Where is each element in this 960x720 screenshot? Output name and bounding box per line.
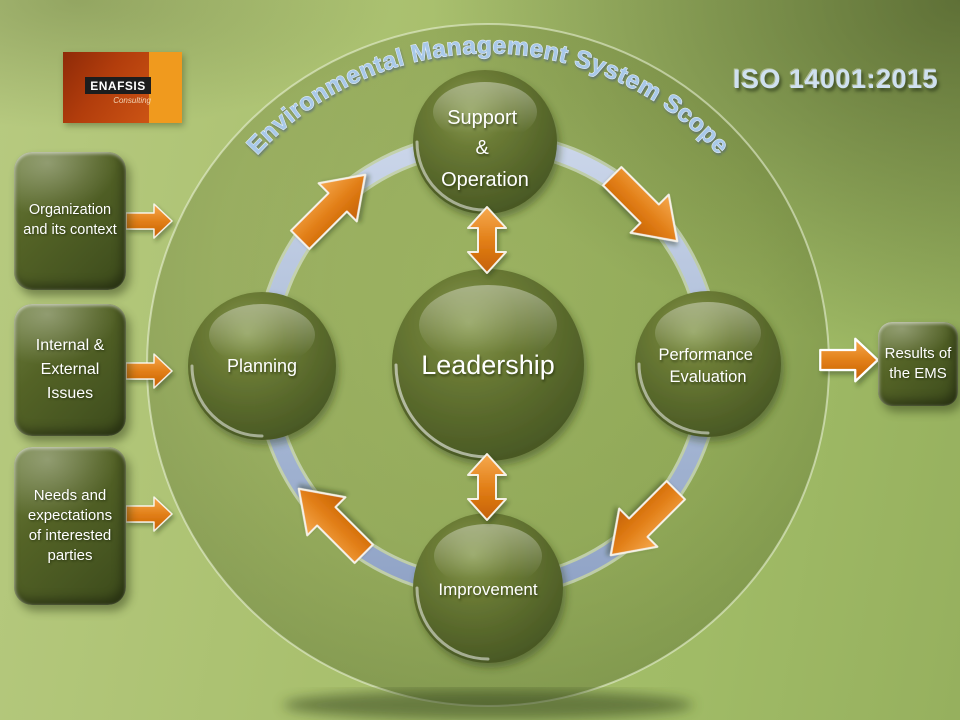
support-operation-circle: Support & Operation bbox=[413, 70, 557, 214]
logo-orange-block bbox=[149, 52, 182, 123]
logo-name: ENAFSIS bbox=[85, 77, 151, 94]
input-box-internal-external-issues: Internal & External Issues bbox=[14, 304, 126, 436]
enafsis-logo: ENAFSIS Consulting bbox=[63, 52, 182, 123]
logo-tagline: Consulting bbox=[113, 96, 151, 105]
improvement-circle: Improvement bbox=[413, 513, 563, 663]
gloss-highlight bbox=[209, 304, 315, 366]
gloss-highlight bbox=[433, 82, 537, 142]
scope-bottom-shadow bbox=[283, 690, 693, 720]
gloss-highlight bbox=[419, 285, 557, 365]
leadership-label: Leadership bbox=[421, 350, 555, 380]
gloss-highlight bbox=[655, 302, 761, 364]
input-box-organization-context: Organization and its context bbox=[14, 152, 126, 290]
rim-highlight bbox=[394, 363, 490, 459]
rim-highlight bbox=[637, 362, 710, 435]
planning-label: Planning bbox=[227, 356, 297, 376]
planning-circle: Planning bbox=[188, 292, 336, 440]
input-box-needs-expectations: Needs and expectations of interested par… bbox=[14, 447, 126, 605]
rim-highlight bbox=[415, 586, 490, 661]
rim-highlight bbox=[415, 140, 487, 212]
output-box-results-ems: Results of the EMS bbox=[878, 322, 958, 406]
leadership-circle: Leadership bbox=[392, 269, 584, 461]
improvement-label: Improvement bbox=[438, 580, 537, 599]
performance-evaluation-label: Performance Evaluation bbox=[658, 346, 757, 386]
gloss-highlight bbox=[434, 524, 542, 588]
input-arrow-organization-icon bbox=[125, 203, 173, 239]
iso-standard-label: ISO 14001:2015 bbox=[733, 64, 939, 94]
performance-evaluation-circle: Performance Evaluation bbox=[635, 291, 781, 437]
rim-highlight bbox=[190, 364, 264, 438]
support-operation-label: Support & Operation bbox=[441, 107, 529, 191]
input-arrow-needs-icon bbox=[125, 496, 173, 532]
